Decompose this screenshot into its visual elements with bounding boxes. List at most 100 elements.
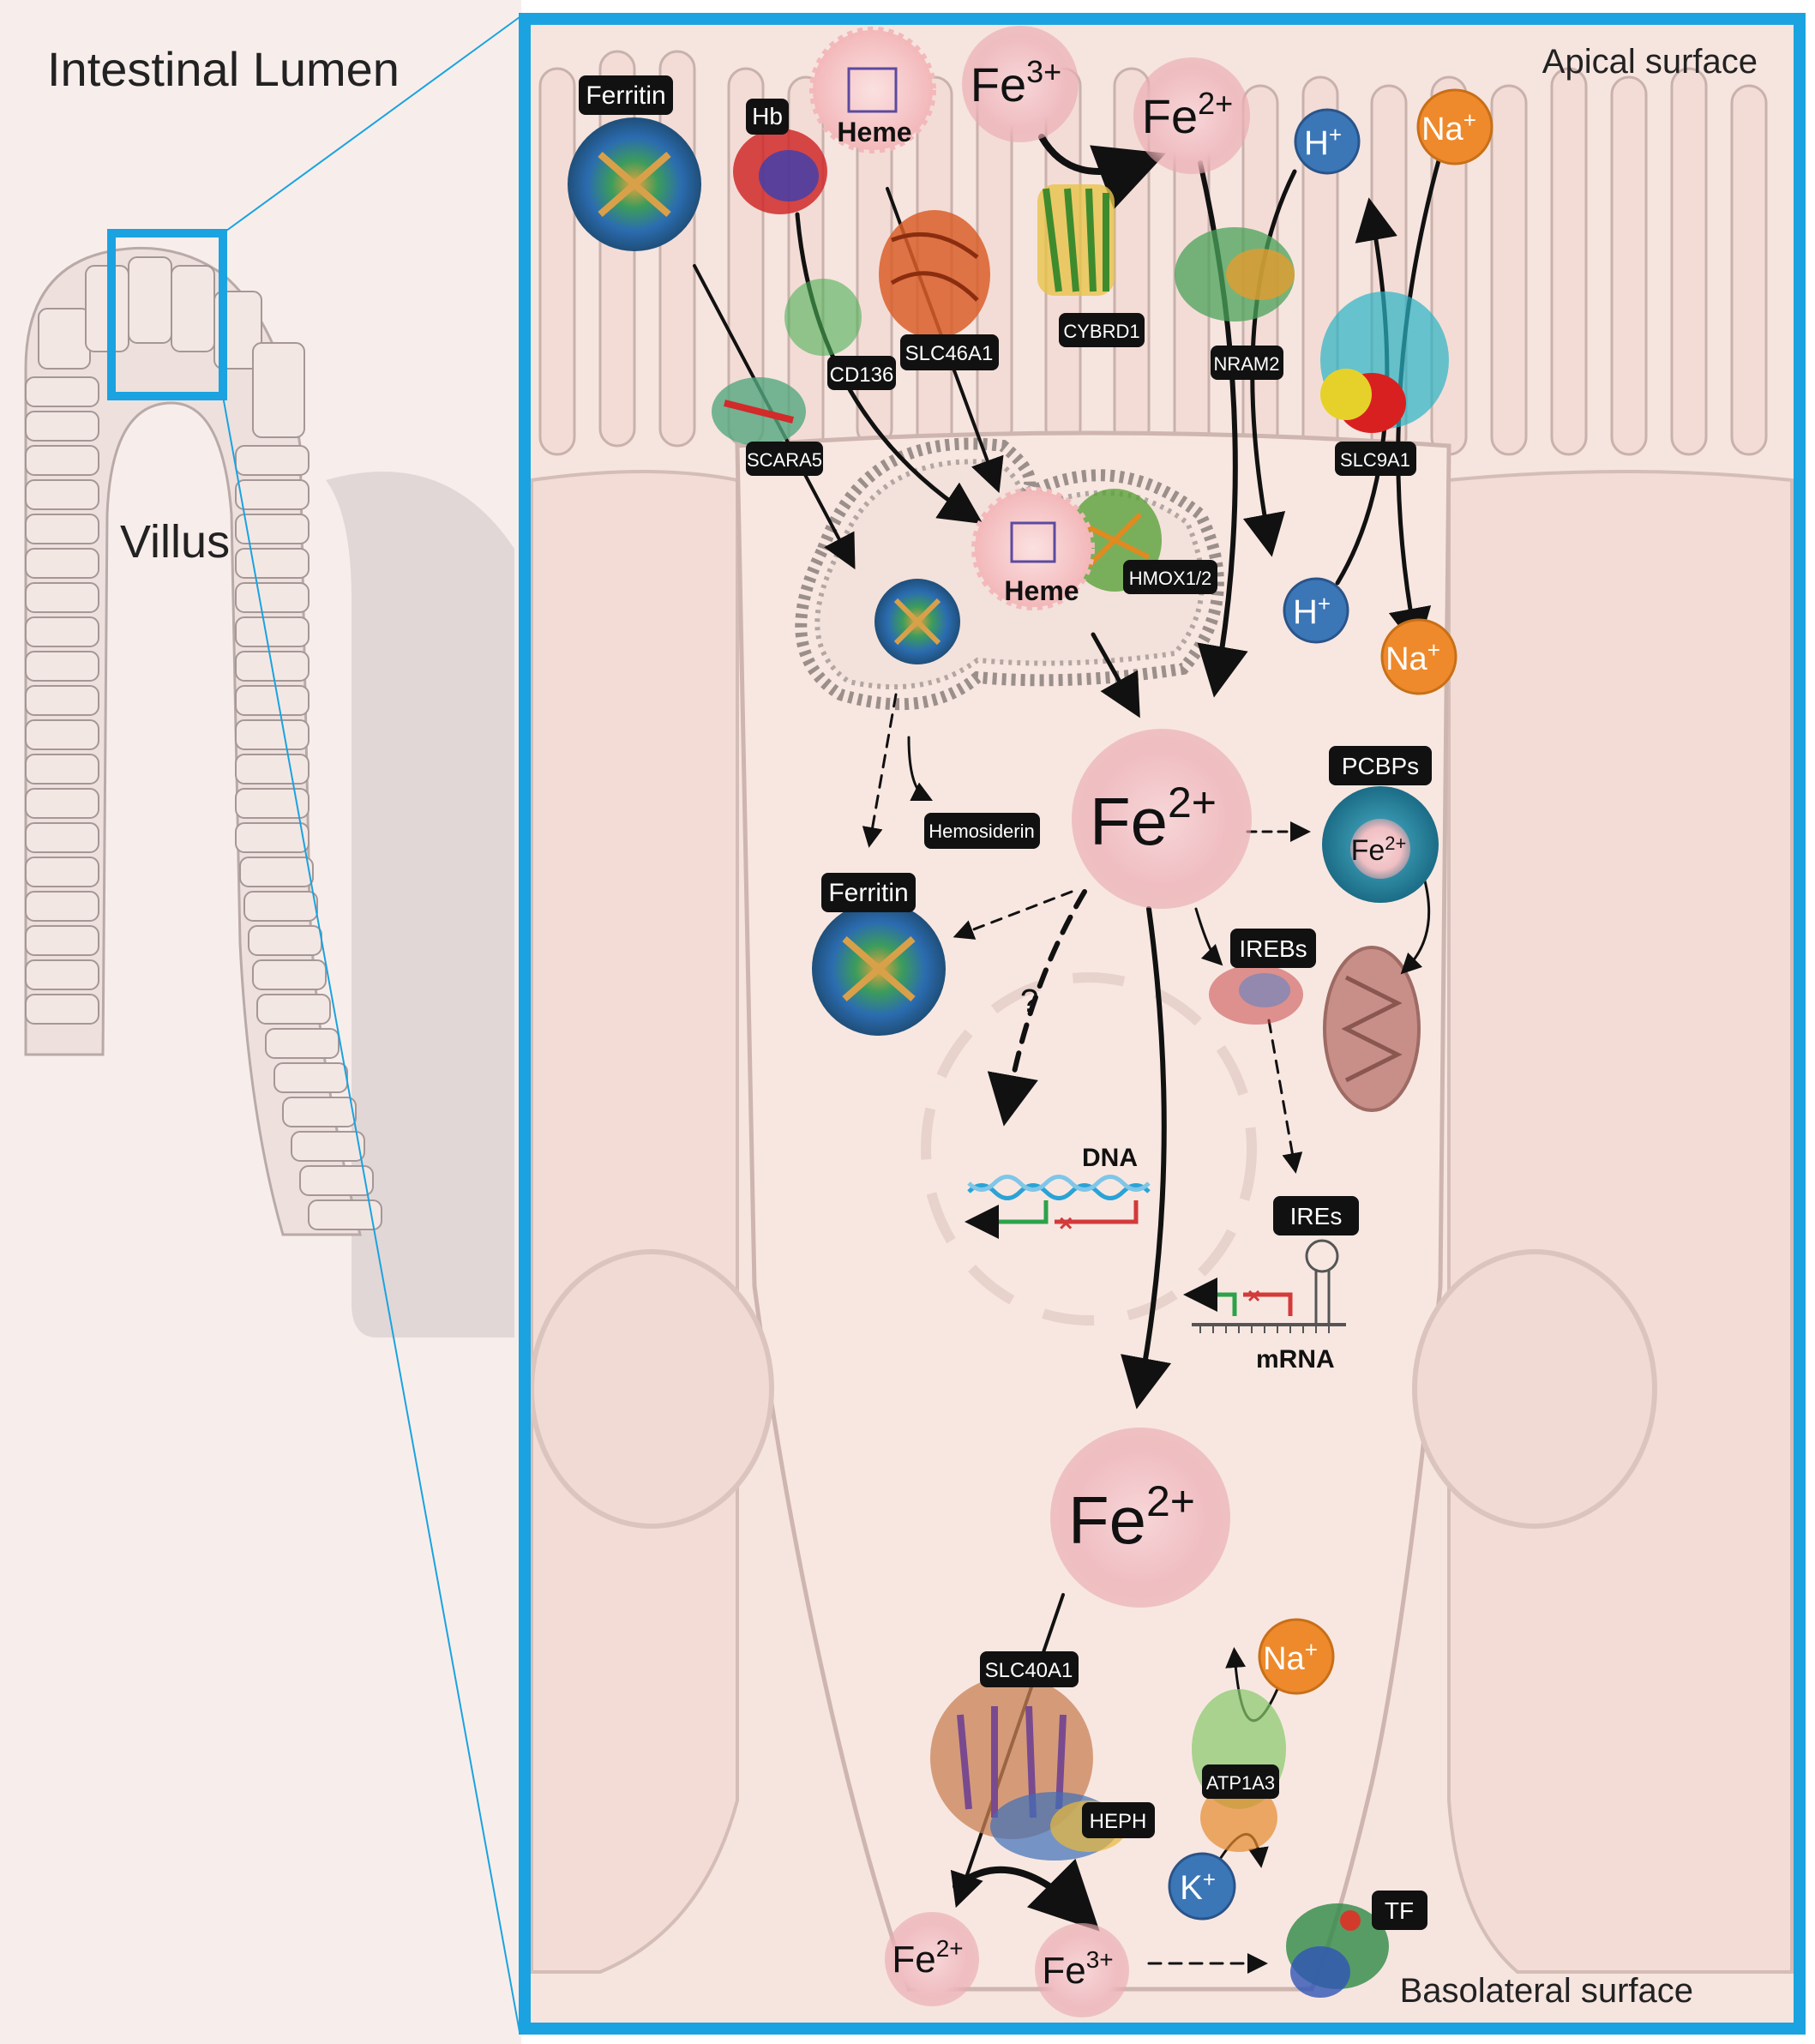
hmox-label: HMOX1/2 bbox=[1129, 568, 1212, 589]
cybrd1-label-box: CYBRD1 bbox=[1059, 313, 1145, 347]
slc40a1-label: SLC40A1 bbox=[985, 1659, 1073, 1682]
hb-label-box: Hb bbox=[746, 99, 789, 135]
ion-h-top: H+ bbox=[1294, 108, 1361, 175]
heme-outer: Heme bbox=[809, 27, 936, 153]
intestinal-lumen-label: Intestinal Lumen bbox=[47, 42, 400, 96]
na-baso-base: Na bbox=[1263, 1641, 1305, 1677]
cd136-structure bbox=[784, 279, 862, 356]
pcbps-label: PCBPs bbox=[1342, 753, 1419, 779]
atp1a3-label-box: ATP1A3 bbox=[1202, 1764, 1279, 1799]
fe3-reduction-arrow bbox=[1038, 134, 1166, 210]
pcbp-sphere: Fe2+ bbox=[1322, 786, 1439, 903]
slc46a1-label: SLC46A1 bbox=[905, 342, 994, 365]
ion-k-baso: K+ bbox=[1168, 1852, 1236, 1921]
hmox-fe-release-arrow bbox=[1091, 632, 1140, 718]
svg-text:H+: H+ bbox=[1304, 122, 1342, 162]
ferritin-top-label: Ferritin bbox=[586, 81, 665, 110]
ires-arrow bbox=[1267, 1019, 1303, 1174]
ireb-arrow bbox=[1194, 907, 1223, 966]
na-in-base: Na bbox=[1385, 641, 1427, 677]
scara5-structure bbox=[712, 377, 806, 446]
nucleus-outline bbox=[921, 972, 1257, 1326]
svg-text:×: × bbox=[1247, 1283, 1260, 1308]
zoom-frame bbox=[519, 13, 1806, 2035]
hemosiderin-arrow bbox=[907, 736, 934, 802]
ion-fe3-bottom: Fe3+ bbox=[1035, 1923, 1129, 2017]
ion-fe2-lower: Fe2+ bbox=[1050, 1428, 1230, 1608]
svg-text:Na+: Na+ bbox=[1385, 637, 1440, 677]
ferritin-mid-label-box: Ferritin bbox=[821, 873, 916, 912]
ferritin-storage-arrow bbox=[953, 890, 1073, 940]
na-top-charge: + bbox=[1463, 107, 1476, 133]
slc9a1-structure bbox=[1320, 292, 1449, 433]
ferritin-top-sphere bbox=[568, 117, 701, 251]
nram2-structure bbox=[1175, 227, 1295, 322]
zoom-box bbox=[107, 229, 227, 400]
nram2-label-box: NRAM2 bbox=[1211, 346, 1283, 380]
slc40a1-label-box: SLC40A1 bbox=[980, 1651, 1079, 1687]
endosome-ferritin-arrow bbox=[862, 693, 898, 848]
hmox-label-box: HMOX1/2 bbox=[1123, 560, 1217, 594]
k-baso-charge: + bbox=[1203, 1867, 1216, 1892]
h-top-base: H bbox=[1304, 124, 1329, 162]
heph-oxidation-arrow bbox=[953, 1858, 1100, 1932]
fe2-bottom-charge: 2+ bbox=[936, 1935, 964, 1962]
dna-strand: × bbox=[965, 1175, 1151, 1239]
dna-label: DNA bbox=[1082, 1144, 1138, 1172]
k-baso-base: K bbox=[1180, 1869, 1203, 1907]
na-in-charge: + bbox=[1427, 637, 1440, 663]
endosome-membrane bbox=[795, 437, 1224, 711]
atp1a3-label: ATP1A3 bbox=[1206, 1772, 1275, 1794]
svg-text:Fe2+: Fe2+ bbox=[1068, 1477, 1195, 1558]
svg-text:Fe3+: Fe3+ bbox=[971, 54, 1061, 111]
left-neighbor-cell bbox=[530, 470, 739, 1974]
right-neighbor-cell bbox=[1447, 470, 1794, 1974]
fe2-top-base: Fe bbox=[1142, 89, 1198, 143]
ion-fe2-bottom: Fe2+ bbox=[885, 1912, 979, 2006]
tf-label-box: TF bbox=[1372, 1891, 1427, 1930]
fe2-center-base: Fe bbox=[1090, 784, 1168, 859]
svg-text:K+: K+ bbox=[1180, 1867, 1216, 1907]
svg-text:H+: H+ bbox=[1293, 591, 1331, 631]
zoom-line-top bbox=[222, 16, 520, 234]
heme-outer-label: Heme bbox=[837, 117, 911, 147]
cd136-label: CD136 bbox=[830, 364, 894, 387]
zoom-line-bottom bbox=[222, 395, 520, 2033]
ion-na-in: Na+ bbox=[1380, 618, 1457, 695]
fe3-bottom-charge: 3+ bbox=[1086, 1946, 1114, 1973]
irebs-label-box: IREBs bbox=[1230, 929, 1316, 968]
dna-arrow bbox=[987, 889, 1087, 1127]
fe2-lower-base: Fe bbox=[1068, 1482, 1146, 1558]
svg-text:×: × bbox=[1059, 1210, 1073, 1236]
hb-label: Hb bbox=[752, 103, 783, 129]
cybrd1-label: CYBRD1 bbox=[1063, 321, 1139, 342]
slc9a1-label: SLC9A1 bbox=[1340, 449, 1410, 471]
mrna-label: mRNA bbox=[1256, 1345, 1335, 1374]
irebs-label: IREBs bbox=[1239, 935, 1307, 962]
apical-surface-label: Apical surface bbox=[1542, 43, 1758, 81]
fe2-center-charge: 2+ bbox=[1168, 779, 1217, 827]
label-boxes: Ferritin Hb CD136 SLC46A1 CYBRD1 NRAM2 S… bbox=[579, 75, 1432, 1930]
hemosiderin-label: Hemosiderin bbox=[929, 821, 1035, 842]
mitochondrion bbox=[1323, 946, 1421, 1112]
na-baso-charge: + bbox=[1305, 1637, 1318, 1662]
ion-na-top: Na+ bbox=[1416, 88, 1493, 165]
hemosiderin-label-box: Hemosiderin bbox=[924, 813, 1040, 849]
tf-structure bbox=[1286, 1903, 1389, 1998]
fe2-transcytosis-arrow bbox=[1121, 906, 1172, 1410]
ferritin-mid-label: Ferritin bbox=[828, 879, 908, 907]
heme-inner: Heme bbox=[971, 487, 1095, 610]
hb-structure bbox=[733, 129, 827, 214]
pcbp-fe-base: Fe bbox=[1351, 834, 1385, 867]
h-in-charge: + bbox=[1318, 591, 1331, 616]
svg-text:Na+: Na+ bbox=[1263, 1637, 1318, 1677]
h-top-charge: + bbox=[1329, 122, 1342, 147]
slc9a1-label-box: SLC9A1 bbox=[1335, 442, 1416, 476]
pcbp-fe-ion: Fe2+ bbox=[1351, 833, 1407, 867]
heph-label-box: HEPH bbox=[1082, 1802, 1155, 1838]
svg-text:Fe3+: Fe3+ bbox=[1042, 1946, 1113, 1992]
mrna-strand: × bbox=[1183, 1239, 1346, 1333]
na-top-base: Na bbox=[1421, 111, 1463, 147]
ion-na-baso: Na+ bbox=[1258, 1618, 1335, 1695]
